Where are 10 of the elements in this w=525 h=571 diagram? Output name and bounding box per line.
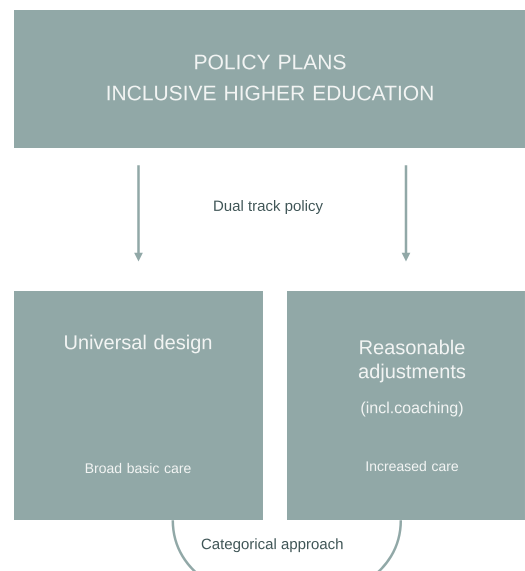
box-text: POLICY PLANS <box>195 54 346 70</box>
box-text: Reasonable adjustments <box>358 340 466 382</box>
box-text: Universal design <box>65 334 212 354</box>
connector-curve <box>172 520 402 571</box>
box-text: (incl.coaching) <box>361 402 463 416</box>
box-text: Broad basic care <box>86 462 191 474</box>
label: Dual track policy <box>214 200 323 214</box>
edge-label: Categorical approach <box>198 536 346 554</box>
box-text: Increased care <box>366 460 458 472</box>
box-text: INCLUSIVE HIGHER EDUCATION <box>108 86 433 100</box>
